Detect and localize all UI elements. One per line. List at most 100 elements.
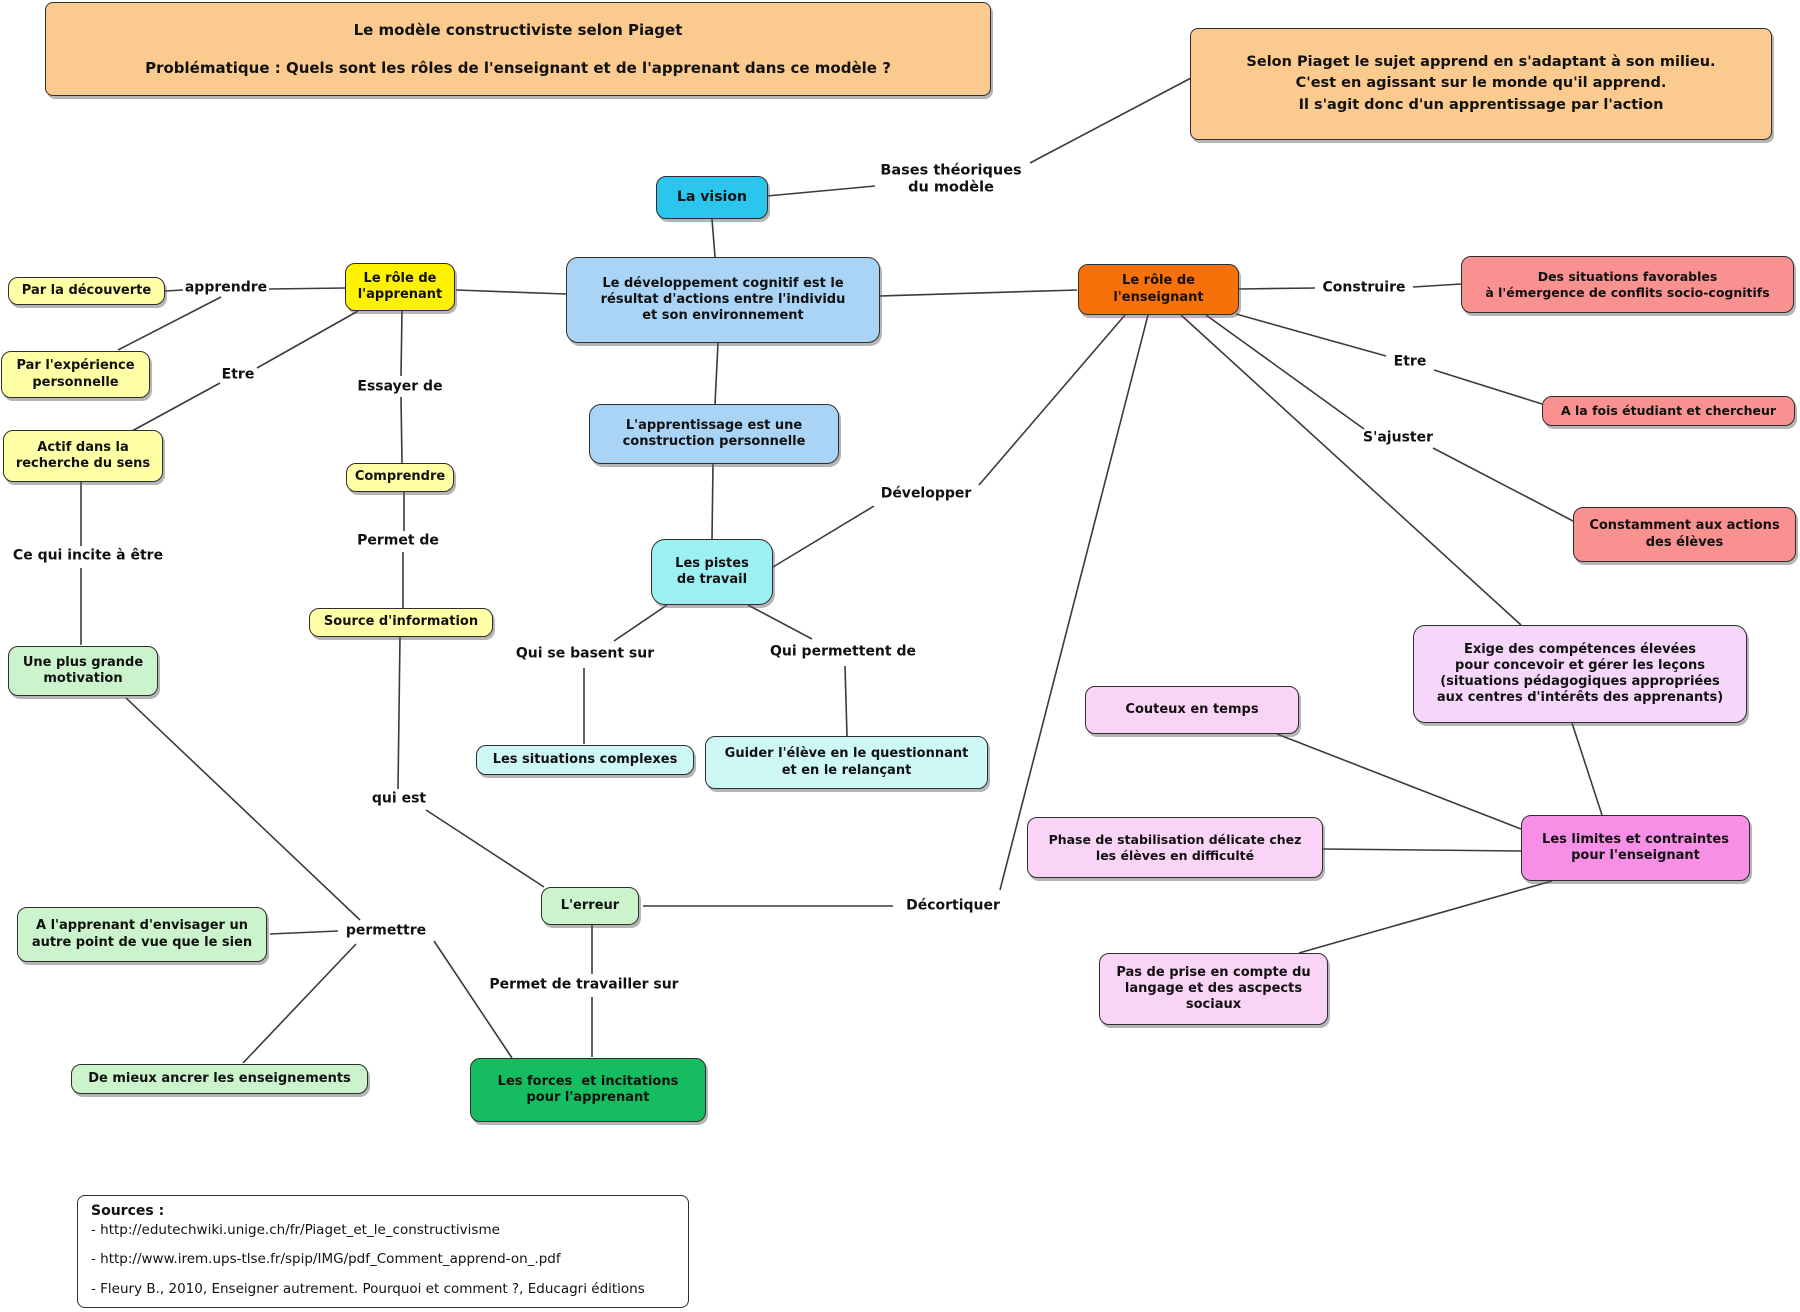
edge-label-etre-gauche: Etre [221,366,255,383]
node-text: Le rôle de [363,270,437,286]
node-text: et son environnement [642,308,804,324]
node-text: Des situations favorables [1537,268,1718,284]
edge-line [747,604,813,640]
node-text: Pas de prise en compte du [1116,964,1311,980]
edge-label-permet-de: Permet de [357,532,439,549]
edge-line [766,185,876,197]
edge-label-s-ajuster: S'ajuster [1362,429,1434,446]
edge-line [714,342,719,405]
node-text: Les pistes [675,555,749,571]
node-couteux-en-temps: Couteux en temps [1085,686,1299,734]
edge-label-ce-qui-incite: Ce qui incite à être [12,547,164,564]
node-text: Phase de stabilisation délicate chez [1048,831,1302,847]
node-text: recherche du sens [15,456,151,471]
node-comprendre: Comprendre [346,463,454,492]
node-text: Les limites et contraintes [1542,831,1729,847]
edge-line [125,697,361,921]
node-text: L'erreur [560,897,620,913]
edge-line [999,314,1149,891]
edge-line [425,809,545,888]
edge-label-developper: Développer [880,485,972,502]
node-etudiant-et-chercheur: A la fois étudiant et chercheur [1542,396,1795,426]
node-text: aux centres d'intérêts des apprenants) [1436,690,1724,706]
node-situations-complexes: Les situations complexes [476,745,694,775]
node-text: autre point de vue que le sien [31,934,253,950]
source-item: - http://www.irem.ups-tlse.fr/spip/IMG/p… [91,1251,561,1268]
edge-line [879,289,1078,297]
edge-line [268,287,346,290]
node-text: l'enseignant [1113,289,1204,305]
node-text: Exige des compétences élevées [1463,641,1697,657]
edge-line [1298,880,1553,954]
edge-label-bases-theoriques: Bases théoriques du modèle [880,162,1022,196]
quote-line: Il s'agit donc d'un apprentissage par l'… [1298,96,1664,113]
node-text: Constamment aux actions [1589,518,1780,534]
piaget-quote-panel: Selon Piaget le sujet apprend en s'adapt… [1190,28,1772,140]
node-text: Couteux en temps [1125,701,1259,717]
edge-line [772,505,875,568]
node-text: Le rôle de [1122,273,1195,289]
edge-line [1238,287,1316,290]
edge-label-etre-droite: Etre [1393,353,1427,370]
quote-line: Selon Piaget le sujet apprend en s'adapt… [1246,54,1716,71]
edge-line [400,396,403,464]
edge-line [256,310,359,369]
edge-line [1433,369,1543,405]
node-text: pour concevoir et gérer les leçons [1455,657,1705,673]
edge-line [131,382,221,432]
source-item: - http://edutechwiki.unige.ch/fr/Piaget_… [91,1221,500,1238]
source-item: - Fleury B., 2010, Enseigner autrement. … [91,1281,645,1298]
node-text: Les forces et incitations [497,1073,679,1089]
map-problem-statement: Problématique : Quels sont les rôles de … [145,59,891,77]
node-text: Par l'expérience [16,358,135,374]
node-text: La vision [677,188,747,205]
node-text: et en le relançant [781,762,912,778]
edge-line [433,940,513,1059]
edge-line [1205,314,1365,430]
node-par-la-decouverte: Par la découverte [8,277,165,305]
node-text: pour l'enseignant [1571,848,1700,863]
node-la-vision: La vision [656,176,768,219]
edge-label-essayer-de: Essayer de [357,378,443,395]
edge-label-decortiquer: Décortiquer [906,897,1000,914]
edge-line [711,218,716,258]
edge-label-apprendre: apprendre [184,279,268,296]
node-text: A l'apprenant d'envisager un [35,918,249,934]
node-text: Une plus grande [22,654,144,670]
edge-label-qui-se-basent-sur: Qui se basent sur [515,645,655,662]
quote-line: C'est en agissant sur le monde qu'il app… [1295,75,1667,92]
edge-line [1412,283,1462,288]
title-panel: Le modèle constructiviste selon Piaget P… [45,2,991,96]
node-mieux-ancrer-enseignements: De mieux ancrer les enseignements [71,1064,368,1094]
edge-label-construire: Construire [1322,279,1406,296]
node-text: Actif dans la [37,439,129,455]
map-title: Le modèle constructiviste selon Piaget [353,21,683,39]
edge-line [978,314,1126,486]
sources-heading: Sources : [91,1203,165,1219]
edge-line [269,930,339,935]
node-text: Source d'information [323,614,479,630]
node-text: sociaux [1185,997,1242,1013]
edge-label-permettre: permettre [345,922,427,939]
edge-line [117,296,222,351]
node-text: Par la découverte [21,282,152,298]
node-text: langage et des ascpects [1124,980,1303,996]
edge-line [1029,77,1192,164]
node-text: motivation [43,671,123,686]
node-text: construction personnelle [622,434,806,449]
node-text: pour l'apprenant [526,1090,650,1105]
node-text: Guider l'élève en le questionnant [724,746,969,762]
